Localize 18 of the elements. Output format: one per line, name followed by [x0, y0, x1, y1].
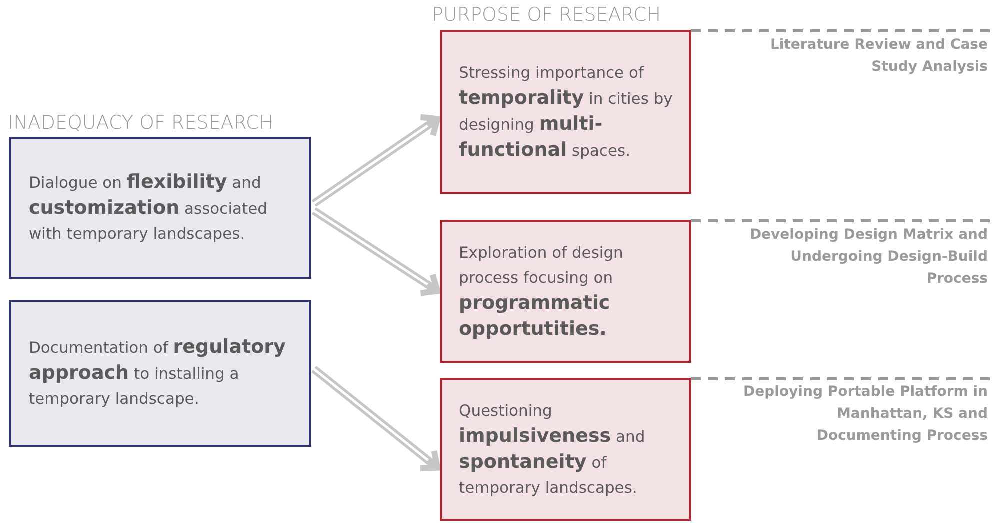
box-text: Dialogue on flexibility and customization associated with temporary landscapes.	[29, 170, 268, 244]
step-note: Deploying Portable Platform in Manhattan, KS and Documenting Process	[742, 383, 988, 446]
double-arrow	[312, 207, 441, 296]
box-text: Stressing importance of temporality in cities by designing multi-functional spaces.	[459, 62, 674, 162]
text-box	[440, 220, 691, 363]
section-heading: INADEQUACY OF RESEARCH	[8, 111, 274, 135]
box-text: Questioning impulsiveness and spontaneity of temporary landscapes.	[459, 400, 646, 498]
double-arrow	[312, 114, 441, 208]
box-text: Documentation of regulatory approach to installing a temporary landscape.	[29, 335, 287, 410]
text-box	[9, 300, 311, 447]
text-box	[440, 378, 691, 521]
box-text: Exploration of design process focusing on programmatic opportutities.	[459, 242, 624, 342]
step-note: Literature Review and Case Study Analysis	[769, 36, 988, 77]
text-box	[9, 137, 311, 279]
section-heading: PURPOSE OF RESEARCH	[432, 3, 662, 27]
step-note: Developing Design Matrix and Undergoing Design-Build Process	[748, 226, 988, 289]
text-box	[440, 30, 691, 194]
double-arrow	[312, 366, 441, 472]
